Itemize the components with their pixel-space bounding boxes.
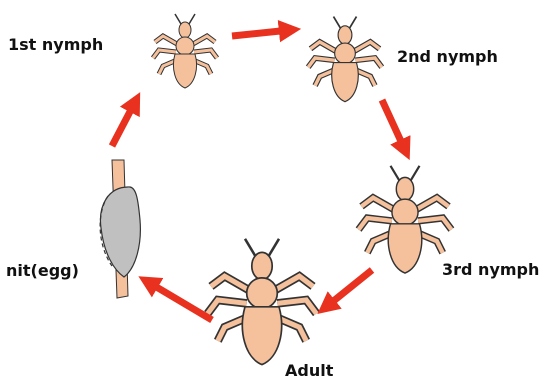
- label-adult: Adult: [285, 361, 333, 380]
- first-nymph-louse: [153, 14, 217, 88]
- arrow-nymph3-to-adult: [326, 270, 372, 307]
- label-third-nymph: 3rd nymph: [442, 260, 539, 279]
- label-nit-egg: nit(egg): [6, 261, 79, 280]
- adult-louse: [208, 239, 317, 365]
- nit-egg: [100, 160, 140, 298]
- third-nymph-louse: [359, 166, 452, 273]
- arrow-nymph2-to-nymph3: [382, 100, 405, 150]
- arrow-adult-to-egg: [148, 282, 212, 320]
- label-first-nymph: 1st nymph: [8, 35, 103, 54]
- arrow-nymph1-to-nymph2: [232, 30, 290, 36]
- arrow-egg-to-nymph1: [112, 102, 135, 146]
- label-second-nymph: 2nd nymph: [397, 47, 498, 66]
- second-nymph-louse: [308, 17, 382, 102]
